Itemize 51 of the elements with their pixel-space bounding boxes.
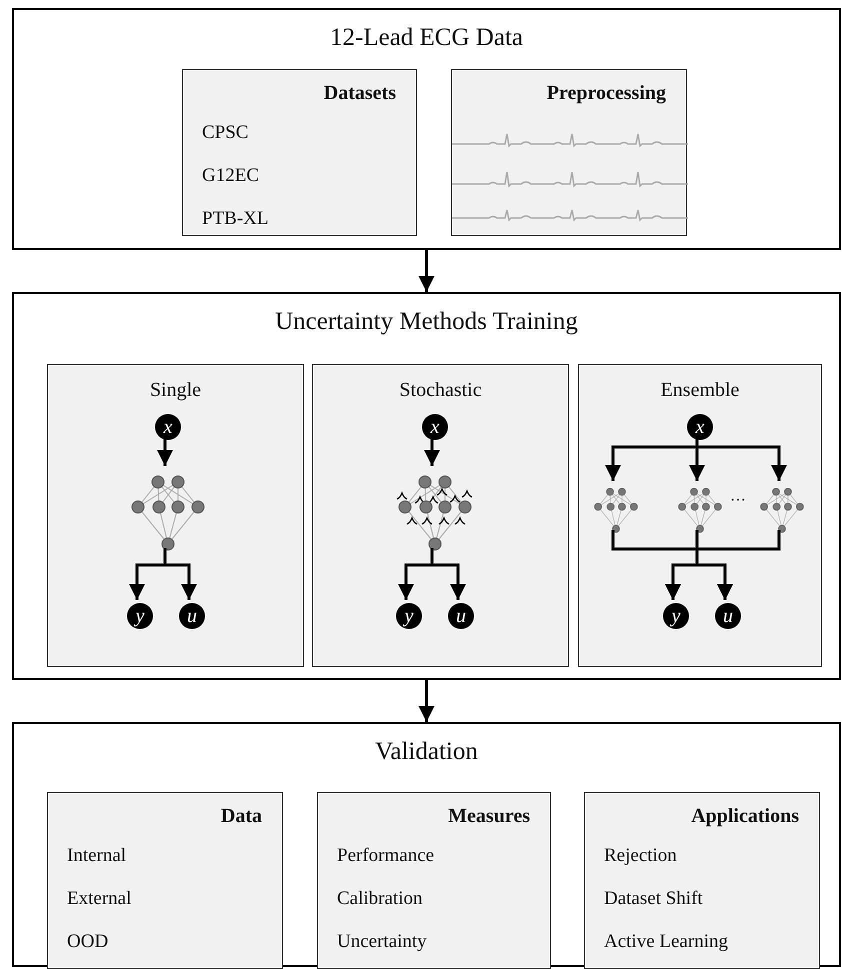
arrow <box>430 548 466 600</box>
section-box <box>12 8 841 250</box>
panel-title: Single <box>148 379 202 402</box>
card-heading: Preprocessing <box>546 82 666 105</box>
variable-circle: x <box>155 414 181 440</box>
card-heading: Data <box>220 805 262 828</box>
category-card <box>317 792 551 969</box>
section-box <box>12 292 841 680</box>
variable-circle: y <box>663 603 689 629</box>
ellipsis-label: ··· <box>730 492 746 510</box>
variable-circle: x <box>687 414 713 440</box>
card-heading: Applications <box>691 805 799 828</box>
method-panel <box>47 364 304 667</box>
variable-circle: x <box>422 414 448 440</box>
category-card <box>182 69 417 236</box>
list-item: G12EC <box>202 165 259 187</box>
list-item: Uncertainty <box>337 931 427 953</box>
panel-title: Ensemble <box>660 379 740 402</box>
list-item: Dataset Shift <box>604 888 703 910</box>
arrow <box>424 437 440 466</box>
list-item: Rejection <box>604 845 677 867</box>
list-item: Performance <box>337 845 434 867</box>
list-item: Calibration <box>337 888 422 910</box>
method-panel <box>312 364 569 667</box>
arrow <box>164 548 197 600</box>
variable-circle: y <box>127 603 153 629</box>
arrow <box>418 680 434 722</box>
list-item: PTB-XL <box>202 208 268 230</box>
variable-circle: u <box>715 603 741 629</box>
section-title: Uncertainty Methods Training <box>274 308 579 336</box>
preprocessing-card <box>451 69 687 236</box>
arrow <box>157 437 173 466</box>
variable-circle: y <box>396 603 422 629</box>
section-title: 12-Lead ECG Data <box>329 24 524 52</box>
method-panel <box>578 364 822 667</box>
category-card <box>47 792 283 969</box>
card-heading: Datasets <box>324 82 396 105</box>
list-item: Active Learning <box>604 931 728 953</box>
arrow <box>418 250 434 292</box>
card-heading: Measures <box>448 805 530 828</box>
category-card <box>584 792 820 969</box>
section-box <box>12 722 841 967</box>
section-title: Validation <box>374 738 479 766</box>
panel-title: Stochastic <box>398 379 483 402</box>
arrow <box>696 437 787 481</box>
variable-circle: u <box>179 603 205 629</box>
variable-circle: u <box>448 603 474 629</box>
list-item: Internal <box>67 845 126 867</box>
list-item: External <box>67 888 132 910</box>
list-item: OOD <box>67 931 108 953</box>
list-item: CPSC <box>202 122 248 144</box>
